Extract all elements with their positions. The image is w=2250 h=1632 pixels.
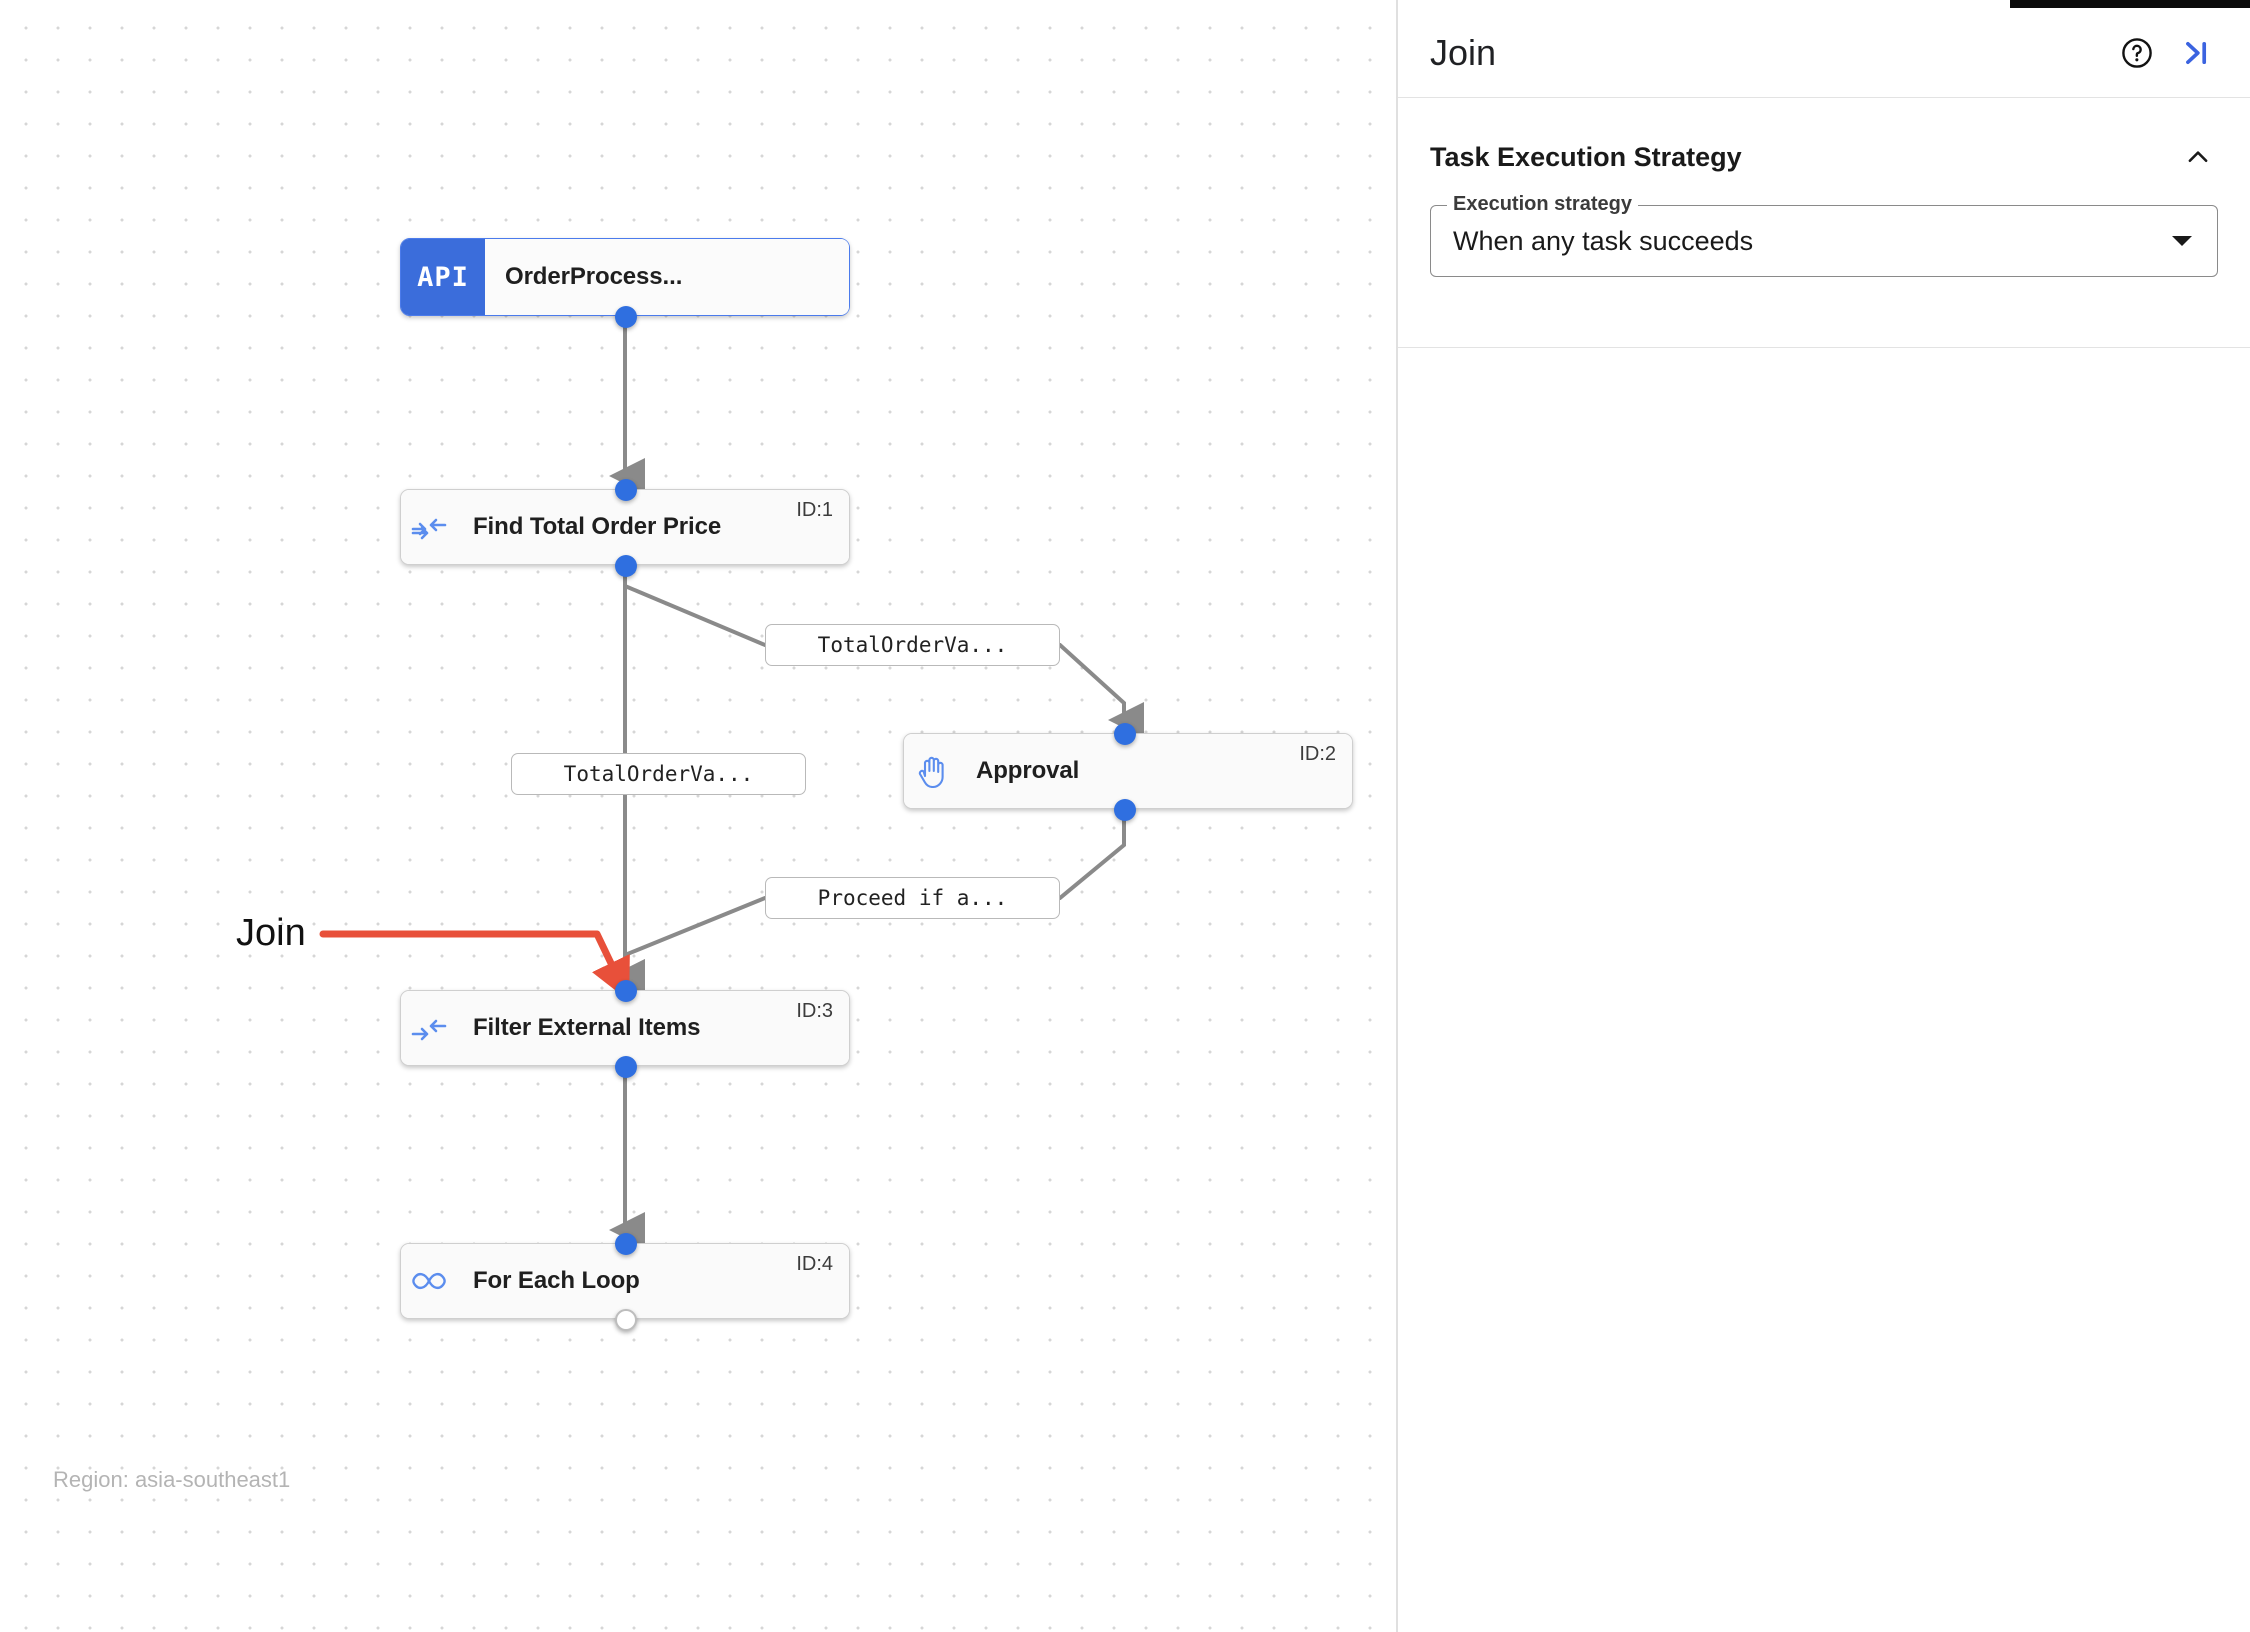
panel-title: Join <box>1430 31 1497 73</box>
edge-label[interactable]: Proceed if a... <box>765 877 1060 919</box>
properties-panel: Join Task Execution Strategy <box>1398 0 2250 1632</box>
workflow-node-find-total-order-price[interactable]: Find Total Order Price ID:1 <box>400 479 850 577</box>
workflow-node-orderprocess[interactable]: API OrderProcess... <box>400 238 850 328</box>
join-arrows-icon <box>401 1015 457 1041</box>
node-input-port[interactable] <box>1114 723 1136 745</box>
collapse-panel-icon[interactable] <box>2168 26 2222 80</box>
node-id-label: ID:1 <box>796 499 833 521</box>
canvas-panel-divider <box>1396 0 1398 1632</box>
node-input-port[interactable] <box>615 1233 637 1255</box>
help-circle-icon[interactable] <box>2110 26 2164 80</box>
execution-strategy-select[interactable]: Execution strategy When any task succeed… <box>1430 193 2218 277</box>
edge-label[interactable]: TotalOrderVa... <box>511 753 806 795</box>
panel-header: Join <box>1398 8 2250 98</box>
node-output-port[interactable] <box>615 1056 637 1078</box>
execution-strategy-field[interactable]: Execution strategy When any task succeed… <box>1430 193 2218 277</box>
region-label: Region: asia-southeast1 <box>53 1467 291 1492</box>
raised-hand-icon <box>904 754 960 788</box>
node-output-port[interactable] <box>1114 799 1136 821</box>
panel-top-bar <box>2010 0 2250 8</box>
annotation-label-join: Join <box>236 912 306 954</box>
execution-strategy-label: Execution strategy <box>1447 193 1638 216</box>
node-loop-output-port[interactable] <box>615 1309 637 1331</box>
infinity-icon <box>401 1269 457 1293</box>
execution-strategy-value: When any task succeeds <box>1453 225 1754 256</box>
section-header-task-execution-strategy[interactable]: Task Execution Strategy <box>1398 99 2250 177</box>
panel-body: Task Execution Strategy Execution strate… <box>1398 99 2250 1632</box>
workflow-node-approval[interactable]: Approval ID:2 <box>903 723 1353 821</box>
node-output-port[interactable] <box>615 306 637 328</box>
node-id-label: ID:2 <box>1299 743 1336 765</box>
node-title: OrderProcess... <box>505 263 683 290</box>
workflow-node-filter-external-items[interactable]: Filter External Items ID:3 <box>400 980 850 1078</box>
section-divider <box>1398 347 2250 348</box>
node-title: Approval <box>976 757 1080 784</box>
edge-label[interactable]: TotalOrderVa... <box>765 624 1060 666</box>
section-title: Task Execution Strategy <box>1430 141 1742 172</box>
api-badge-icon: API <box>401 239 485 315</box>
workflow-node-for-each-loop[interactable]: For Each Loop ID:4 <box>400 1233 850 1331</box>
node-id-label: ID:4 <box>796 1253 833 1275</box>
dropdown-arrow-icon[interactable] <box>2169 228 2195 254</box>
node-id-label: ID:3 <box>796 1000 833 1022</box>
chevron-up-icon[interactable] <box>2178 137 2218 177</box>
node-title: Filter External Items <box>473 1014 701 1041</box>
join-arrows-icon <box>401 514 457 540</box>
workflow-canvas[interactable]: TotalOrderVa... TotalOrderVa... Proceed … <box>0 0 1396 1632</box>
node-input-port[interactable] <box>615 980 637 1002</box>
node-title: For Each Loop <box>473 1267 640 1294</box>
node-title: Find Total Order Price <box>473 513 722 540</box>
node-input-port[interactable] <box>615 479 637 501</box>
node-output-port[interactable] <box>615 555 637 577</box>
